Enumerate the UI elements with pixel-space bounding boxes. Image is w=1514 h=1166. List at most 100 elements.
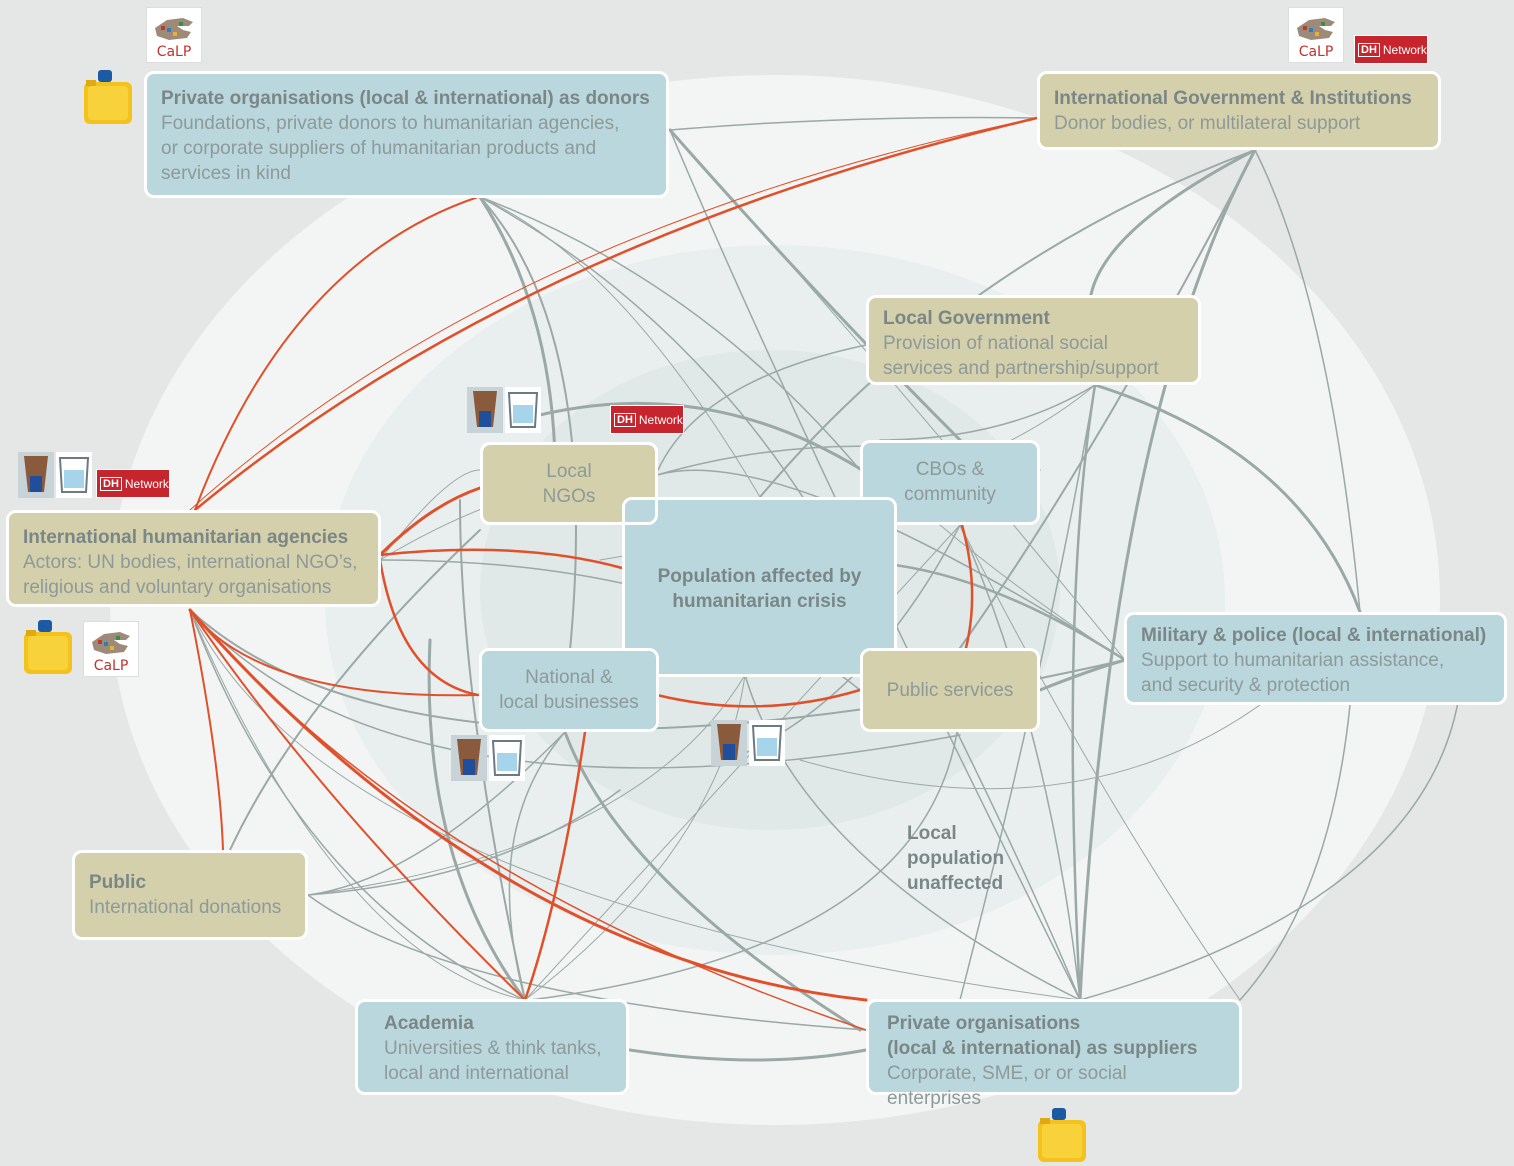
grey-connection-line (956, 731, 1081, 1001)
node-desc: Support to humanitarian assistance, (1141, 650, 1445, 671)
dh-network-logo: DH Network (96, 469, 170, 498)
node-title: International humanitarian agencies (23, 527, 349, 548)
grey-connection-line (1254, 149, 1361, 613)
node-label: National & (525, 667, 613, 688)
dh-network-logo: DH Network (1354, 35, 1428, 64)
calp-hand-icon (1297, 18, 1335, 40)
water-filter-icon (451, 735, 525, 781)
node-title: humanitarian crisis (672, 591, 847, 612)
orange-connection-line (193, 116, 1039, 512)
calp-logo: CaLP (146, 7, 202, 63)
grey-connection-line (189, 609, 526, 1001)
calp-text: CaLP (93, 658, 129, 674)
node-desc: local and international (384, 1063, 569, 1084)
orange-connection-line (378, 486, 482, 557)
grey-connection-line (229, 529, 481, 851)
node-label: NGOs (542, 486, 596, 507)
grey-connection-line (1079, 689, 1461, 1001)
dh-mark: DH (614, 412, 636, 427)
node-title: Private organisations (887, 1013, 1081, 1034)
calp-hand-icon (92, 632, 130, 654)
water-filter-icon (18, 452, 92, 498)
node-title: Academia (384, 1013, 474, 1034)
node-title: Military & police (local & international… (1141, 625, 1487, 646)
node-label: community (904, 484, 996, 505)
grey-connection-line (959, 524, 1081, 1001)
orange-connection-line (378, 558, 480, 697)
bucket-filter-icon (505, 387, 541, 433)
node-national-businesses: National & local businesses (479, 648, 659, 732)
node-title: Private organisations (local & internati… (161, 88, 650, 109)
grey-connection-line (668, 128, 962, 442)
grey-connection-line (1088, 148, 1257, 302)
node-title: Population affected by (657, 566, 862, 587)
bucket-filter-icon (56, 452, 92, 498)
node-desc: Foundations, private donors to humanitar… (161, 113, 620, 134)
jerrycan-icon (24, 620, 72, 674)
node-desc: and security & protection (1141, 675, 1351, 696)
grey-connection-line (479, 196, 861, 471)
dh-mark: DH (100, 476, 122, 491)
grey-connection-line (459, 499, 526, 1001)
orange-connection-line (523, 730, 587, 1002)
grey-connection-line (189, 609, 526, 1001)
grey-connection-line (189, 609, 1081, 1001)
node-public-services: Public services (860, 648, 1040, 732)
grey-connection-line (479, 196, 577, 651)
node-desc: or corporate suppliers of humanitarian p… (161, 138, 597, 159)
node-title: Public (89, 872, 147, 893)
node-desc: religious and voluntary organisations (23, 577, 332, 598)
dh-network-logo: DH Network (610, 405, 684, 434)
node-desc: Donor bodies, or multilateral support (1054, 113, 1361, 134)
grey-connection-line (657, 344, 867, 471)
orange-connection-line (194, 196, 479, 511)
bucket-filter-icon (749, 720, 785, 766)
label-line: unaffected (907, 873, 1004, 894)
dh-mark: DH (1358, 42, 1380, 57)
orange-connection-line (655, 688, 862, 708)
orange-connection-line (189, 117, 1038, 511)
label-line: Local (907, 823, 957, 844)
grey-connection-line (669, 116, 1038, 131)
grey-connection-line (307, 894, 867, 1031)
node-military-police: Military & police (local & international… (1124, 612, 1507, 705)
grey-connection-line (518, 401, 864, 472)
node-desc: services and partnership/support (883, 358, 1159, 379)
ceramic-filter-icon (467, 387, 503, 433)
calp-text: CaLP (156, 44, 192, 60)
dh-text: Network (124, 476, 169, 491)
grey-connection-line (479, 196, 761, 498)
node-local-government: Local Government Provision of national s… (866, 295, 1201, 385)
calp-logo: CaLP (1288, 7, 1344, 63)
node-title: Local Government (883, 308, 1050, 329)
node-intl-government: International Government & Institutions … (1037, 71, 1441, 150)
grey-connection-line (1071, 383, 1097, 1002)
node-public: Public International donations (72, 850, 308, 940)
label-local-population-unaffected: Local population unaffected (907, 821, 1004, 896)
grey-connection-line (307, 731, 566, 896)
node-desc: Actors: UN bodies, international NGO’s, (23, 552, 358, 573)
jerrycan-icon (1038, 1108, 1086, 1162)
node-desc: Provision of national social (883, 333, 1108, 354)
node-desc: International donations (89, 897, 282, 918)
grey-connection-line (959, 524, 1241, 1001)
grey-connection-line (939, 524, 1126, 661)
grey-connection-line (759, 149, 1256, 498)
grey-connection-line (307, 789, 621, 896)
water-filter-icon (467, 387, 541, 433)
node-academia: Academia Universities & think tanks, loc… (355, 999, 629, 1095)
calp-hand-icon (155, 18, 193, 40)
node-population-affected: Population affected by humanitarian cris… (622, 497, 897, 677)
bucket-filter-icon (489, 735, 525, 781)
grey-connection-line (893, 563, 1127, 662)
grey-connection-line (1239, 704, 1351, 1001)
label-line: population (907, 848, 1005, 869)
orange-connection-line (189, 609, 526, 1001)
node-intl-humanitarian-agencies: International humanitarian agencies Acto… (6, 510, 381, 607)
orange-connection-line (188, 608, 868, 1002)
node-label: Public services (886, 680, 1014, 701)
node-private-suppliers: Private organisations (local & internati… (866, 999, 1242, 1109)
node-local-ngos-overlay (480, 442, 658, 525)
node-private-donors: Private organisations (local & internati… (144, 71, 669, 198)
ceramic-filter-icon (451, 735, 487, 781)
